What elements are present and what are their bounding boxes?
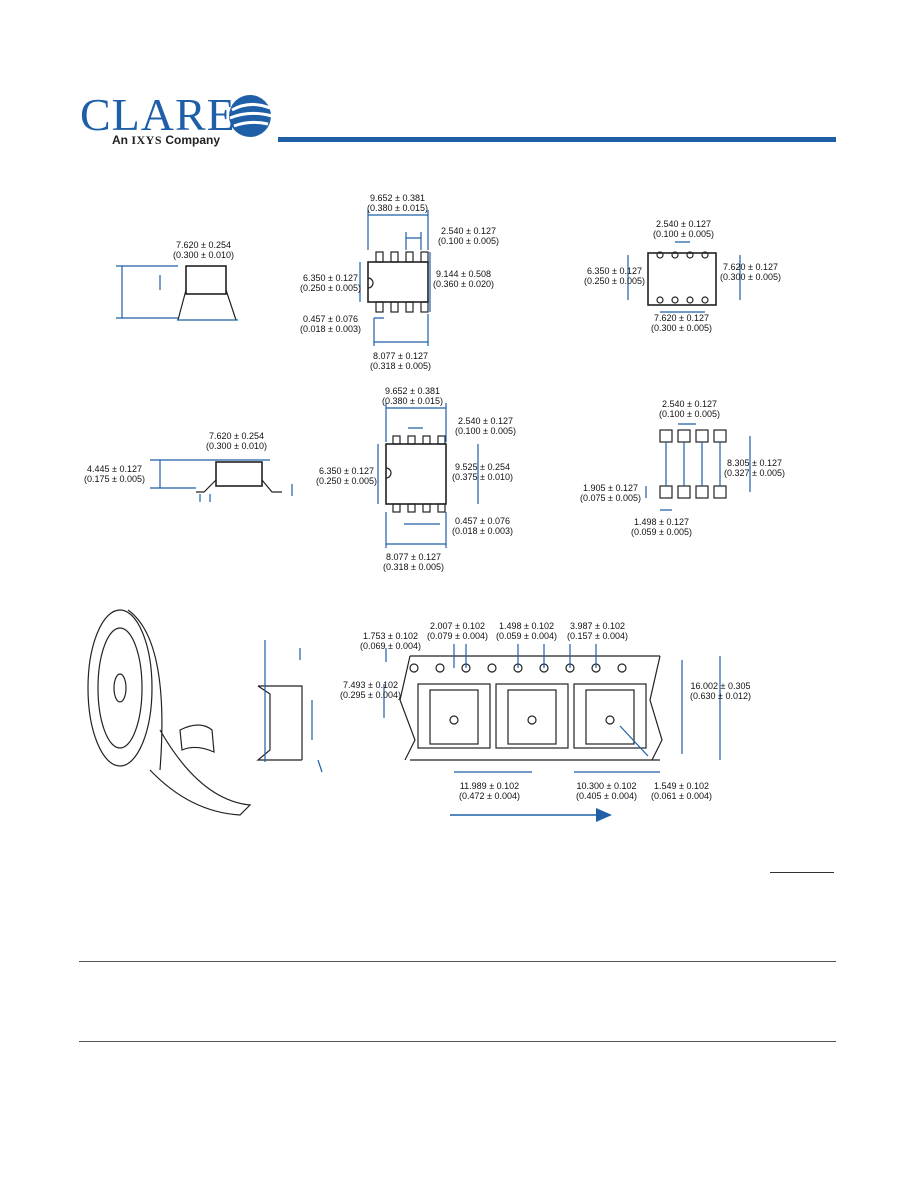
- dim-fig1-pcb-width: 7.620 ± 0.127(0.300 ± 0.005): [651, 313, 712, 333]
- dim-fig3-d6: 16.002 ± 0.305(0.630 ± 0.012): [690, 681, 751, 701]
- logo-tagline: An IXYS Company: [112, 133, 221, 147]
- fig2-side-view: [150, 459, 293, 502]
- dim-fig1-overall: 9.144 ± 0.508(0.360 ± 0.020): [433, 269, 494, 289]
- dim-fig1-side-width: 7.620 ± 0.254(0.300 ± 0.010): [173, 240, 234, 260]
- header-rule: [278, 137, 836, 142]
- dim-fig2-height: 6.350 ± 0.127(0.250 ± 0.005): [316, 466, 377, 486]
- dim-fig3-d2: 2.007 ± 0.102(0.079 ± 0.004): [427, 621, 488, 641]
- dim-fig1-pcb-pitch: 2.540 ± 0.127(0.100 ± 0.005): [653, 219, 714, 239]
- dim-fig3-d3: 1.498 ± 0.102(0.059 ± 0.004): [496, 621, 557, 641]
- short-rule: [770, 872, 834, 873]
- dim-fig2-overall: 9.525 ± 0.254(0.375 ± 0.010): [452, 462, 513, 482]
- dim-fig2-pad-height: 1.905 ± 0.127(0.075 ± 0.005): [580, 483, 641, 503]
- fig2-pad-layout: [645, 423, 751, 511]
- dim-fig1-lead: 0.457 ± 0.076(0.018 ± 0.003): [300, 314, 361, 334]
- section-rule-top: [79, 961, 836, 962]
- fig3-carrier-tape: [383, 644, 721, 822]
- dim-fig1-height: 6.350 ± 0.127(0.250 ± 0.005): [300, 273, 361, 293]
- dim-fig2-pad-pitch: 2.540 ± 0.127(0.100 ± 0.005): [659, 399, 720, 419]
- dim-fig3-d4: 3.987 ± 0.102(0.157 ± 0.004): [567, 621, 628, 641]
- fig1-top-view: [359, 210, 431, 346]
- dim-fig1-span: 8.077 ± 0.127(0.318 ± 0.005): [370, 351, 431, 371]
- dim-fig3-d5: 7.493 ± 0.102(0.295 ± 0.004): [340, 680, 401, 700]
- company-logo: CLARE: [80, 89, 236, 140]
- dim-fig1-pitch: 2.540 ± 0.127(0.100 ± 0.005): [438, 226, 499, 246]
- fig3-reel: [87, 609, 252, 816]
- logo-globe-icon: [229, 95, 273, 137]
- dim-fig2-side-width: 7.620 ± 0.254(0.300 ± 0.010): [206, 431, 267, 451]
- fig1-pcb-layout: [627, 241, 741, 313]
- dim-fig3-d8: 10.300 ± 0.102(0.405 ± 0.004): [576, 781, 637, 801]
- fig2-top-view: [377, 403, 479, 548]
- section-rule-bottom: [79, 1041, 836, 1042]
- dim-fig3-d7: 11.989 ± 0.102(0.472 ± 0.004): [459, 781, 520, 801]
- dim-fig2-pitch: 2.540 ± 0.127(0.100 ± 0.005): [455, 416, 516, 436]
- dim-fig2-side-height: 4.445 ± 0.127(0.175 ± 0.005): [84, 464, 145, 484]
- dim-fig2-pad-width: 1.498 ± 0.127(0.059 ± 0.005): [631, 517, 692, 537]
- dim-fig3-d9: 1.549 ± 0.102(0.061 ± 0.004): [651, 781, 712, 801]
- dim-fig2-span: 8.077 ± 0.127(0.318 ± 0.005): [383, 552, 444, 572]
- dim-fig2-top-width: 9.652 ± 0.381(0.380 ± 0.015): [382, 386, 443, 406]
- dim-fig3-d1: 1.753 ± 0.102(0.069 ± 0.004): [360, 631, 421, 651]
- dim-fig2-lead: 0.457 ± 0.076(0.018 ± 0.003): [452, 516, 513, 536]
- dim-fig1-pcb-row: 6.350 ± 0.127(0.250 ± 0.005): [584, 266, 645, 286]
- dim-fig1-pcb-col: 7.620 ± 0.127(0.300 ± 0.005): [720, 262, 781, 282]
- fig1-side-view: [116, 265, 238, 321]
- dim-fig2-pad-row: 8.305 ± 0.127(0.327 ± 0.005): [724, 458, 785, 478]
- dim-fig1-top-width: 9.652 ± 0.381(0.380 ± 0.015): [367, 193, 428, 213]
- fig3-tape-profile: [256, 640, 323, 773]
